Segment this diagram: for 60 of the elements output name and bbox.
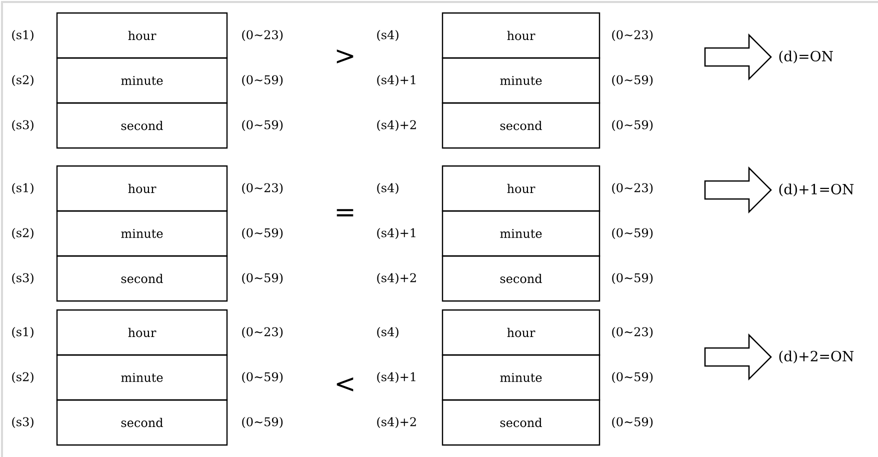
operand-label: (s4) — [377, 30, 398, 41]
result-text: (d)=ON — [779, 50, 833, 64]
register-cell: second — [56, 399, 228, 446]
operand-label: (s3) — [12, 273, 34, 284]
range-label: (0∼59) — [242, 417, 283, 428]
register-cell: hour — [56, 12, 228, 59]
register-cell: second — [442, 102, 600, 149]
range-label: (0∼23) — [612, 30, 653, 41]
operand-label: (s1) — [12, 327, 34, 338]
operand-label: (s3) — [12, 120, 34, 131]
range-label: (0∼59) — [612, 273, 653, 284]
register-cell: second — [56, 102, 228, 149]
operand-label: (s4)+2 — [377, 120, 416, 131]
range-label: (0∼23) — [612, 327, 653, 338]
operand-label: (s4)+1 — [377, 75, 416, 86]
range-label: (0∼59) — [242, 75, 283, 86]
range-label: (0∼23) — [242, 327, 283, 338]
operand-label: (s1) — [12, 183, 34, 194]
range-label: (0∼59) — [242, 372, 283, 383]
operand-label: (s4)+1 — [377, 228, 416, 239]
comparison-sign: < — [336, 377, 354, 392]
range-label: (0∼23) — [242, 30, 283, 41]
operand-label: (s2) — [12, 372, 34, 383]
operand-label: (s2) — [12, 75, 34, 86]
comparison-sign: = — [336, 209, 354, 216]
register-cell: hour — [442, 309, 600, 356]
range-label: (0∼59) — [612, 417, 653, 428]
register-cell: second — [442, 255, 600, 302]
result-text: (d)+1=ON — [779, 184, 854, 196]
range-label: (0∼23) — [242, 183, 283, 194]
register-cell: minute — [56, 210, 228, 257]
register-cell: hour — [442, 165, 600, 212]
range-label: (0∼59) — [612, 75, 653, 86]
register-cell: minute — [442, 354, 600, 401]
register-cell: hour — [442, 12, 600, 59]
operand-label: (s2) — [12, 228, 34, 239]
range-label: (0∼59) — [242, 228, 283, 239]
range-label: (0∼59) — [612, 228, 653, 239]
register-cell: hour — [56, 165, 228, 212]
register-cell: minute — [442, 210, 600, 257]
operand-label: (s4)+1 — [377, 372, 416, 383]
range-label: (0∼59) — [612, 372, 653, 383]
register-cell: hour — [56, 309, 228, 356]
range-label: (0∼23) — [612, 183, 653, 194]
register-cell: minute — [442, 57, 600, 104]
operand-label: (s4) — [377, 327, 398, 338]
register-cell: second — [442, 399, 600, 446]
result-text: (d)+2=ON — [779, 350, 854, 364]
operand-label: (s4)+2 — [377, 417, 416, 428]
range-label: (0∼59) — [242, 273, 283, 284]
range-label: (0∼59) — [242, 120, 283, 131]
register-cell: minute — [56, 354, 228, 401]
operand-label: (s3) — [12, 417, 34, 428]
register-cell: minute — [56, 57, 228, 104]
register-cell: second — [56, 255, 228, 302]
operand-label: (s4) — [377, 183, 398, 194]
operand-label: (s1) — [12, 30, 34, 41]
comparison-sign: > — [336, 49, 354, 64]
range-label: (0∼59) — [612, 120, 653, 131]
operand-label: (s4)+2 — [377, 273, 416, 284]
